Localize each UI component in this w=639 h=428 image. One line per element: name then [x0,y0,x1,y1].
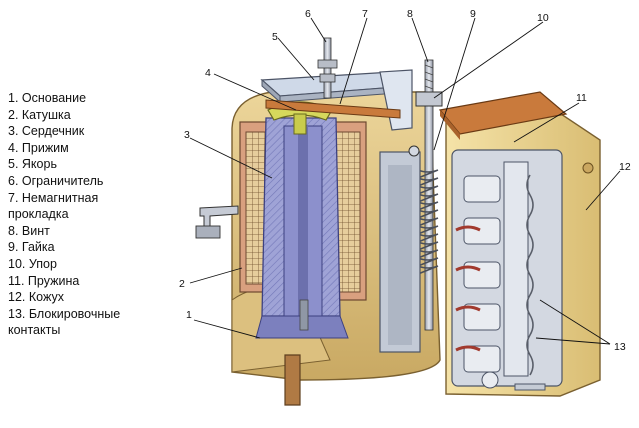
terminal [195,205,239,239]
legend-item: 10. Упор [8,256,57,271]
legend-item: 4. Прижим [8,140,69,155]
limiter-screw [317,37,338,99]
core [255,117,349,339]
callout-6: 6 [305,8,311,20]
legend-item: 1. Основание [8,91,87,105]
callout-11: 11 [576,92,587,104]
callout-3: 3 [184,129,190,141]
stop-plate [379,145,421,353]
callout-8: 8 [407,8,413,20]
nonmagnetic-gasket [265,99,401,119]
callout-10: 10 [537,12,549,24]
legend-item: 8. Винт [8,223,50,238]
callout-5: 5 [272,31,278,43]
legend-item: 12. Кожух [8,290,64,305]
callout-12: 12 [619,161,631,173]
legend-item: 13. Блокировочные контакты [8,306,121,338]
callout-1: 1 [186,309,192,321]
callout-4: 4 [205,67,211,79]
legend-item: 2. Катушка [8,107,71,122]
callout-2: 2 [179,278,185,290]
legend-item: 7. Немагнитная прокладка [8,190,99,222]
spring [415,169,439,275]
legend-item: 5. Якорь [8,157,57,172]
legend-item: 11. Пружина [8,273,80,288]
callout-9: 9 [470,8,476,20]
legend-item: 3. Сердечник [8,124,85,139]
legend-item: 9. Гайка [8,240,55,255]
callout-labels: 1 2 3 4 5 6 7 8 9 10 11 12 13 [179,8,631,353]
interlock-contacts [451,149,563,391]
legend-item: 6. Ограничитель [8,173,104,188]
leader-lines [189,17,621,345]
callout-13: 13 [614,341,626,353]
armature [260,69,413,131]
callout-7: 7 [362,8,368,20]
